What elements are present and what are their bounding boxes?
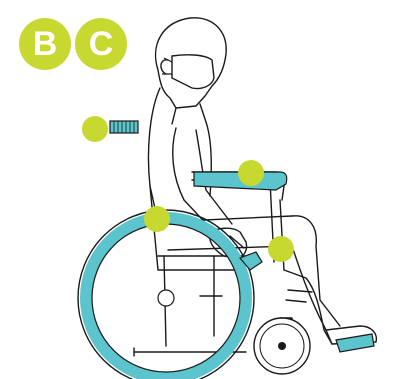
rear-wheel	[78, 210, 254, 379]
back-handle	[110, 121, 138, 133]
caster-wheel	[254, 318, 310, 374]
hotspot-seat[interactable]	[144, 206, 170, 232]
hotspot-armrest[interactable]	[238, 160, 264, 186]
face-mask	[172, 55, 214, 89]
torso-outline	[148, 88, 160, 222]
hotspot-back-handle[interactable]	[82, 116, 108, 142]
foot-plate	[336, 334, 374, 352]
hotspot-brake[interactable]	[268, 236, 294, 262]
